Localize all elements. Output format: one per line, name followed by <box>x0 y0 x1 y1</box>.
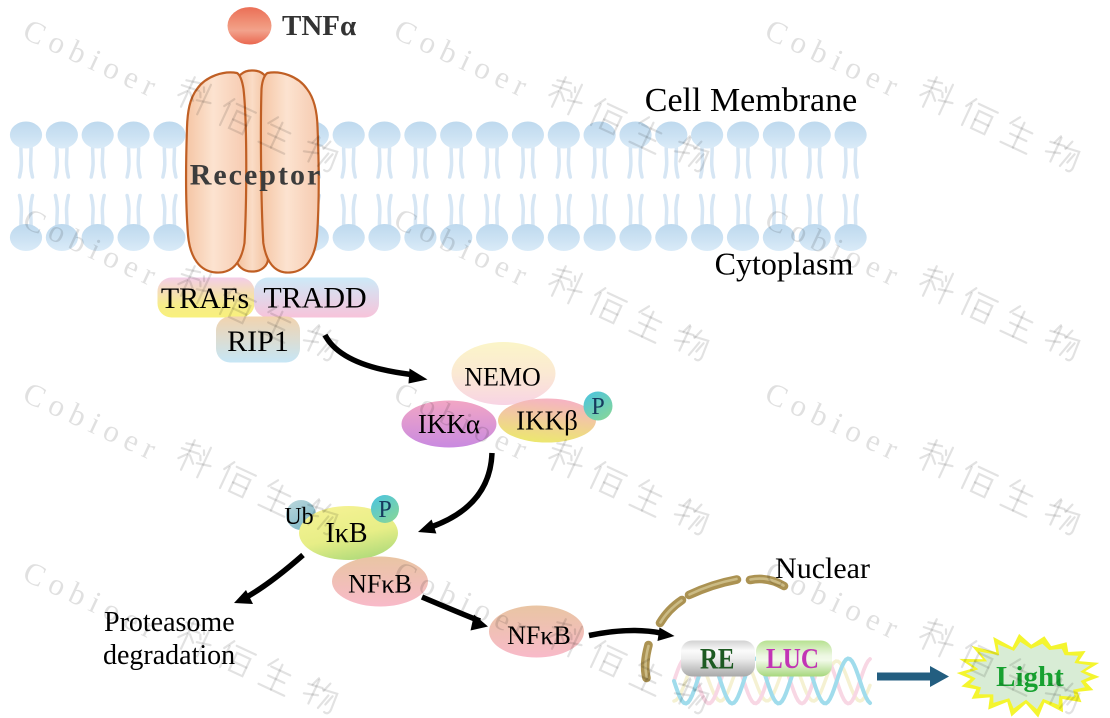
svg-text:IκB: IκB <box>325 518 367 549</box>
svg-text:degradation: degradation <box>103 640 235 671</box>
svg-text:RE: RE <box>700 643 735 676</box>
svg-text:Cell Membrane: Cell Membrane <box>645 82 857 119</box>
svg-text:Ub: Ub <box>284 504 313 530</box>
svg-text:TRADD: TRADD <box>263 282 366 315</box>
svg-text:NEMO: NEMO <box>464 363 541 392</box>
svg-text:P: P <box>378 497 391 523</box>
svg-text:LUC: LUC <box>766 644 819 675</box>
svg-text:IKKβ: IKKβ <box>516 406 578 436</box>
svg-text:P: P <box>591 394 604 420</box>
svg-text:TNFα: TNFα <box>282 10 356 42</box>
svg-text:Light: Light <box>996 661 1064 693</box>
svg-text:Receptor: Receptor <box>190 159 323 192</box>
